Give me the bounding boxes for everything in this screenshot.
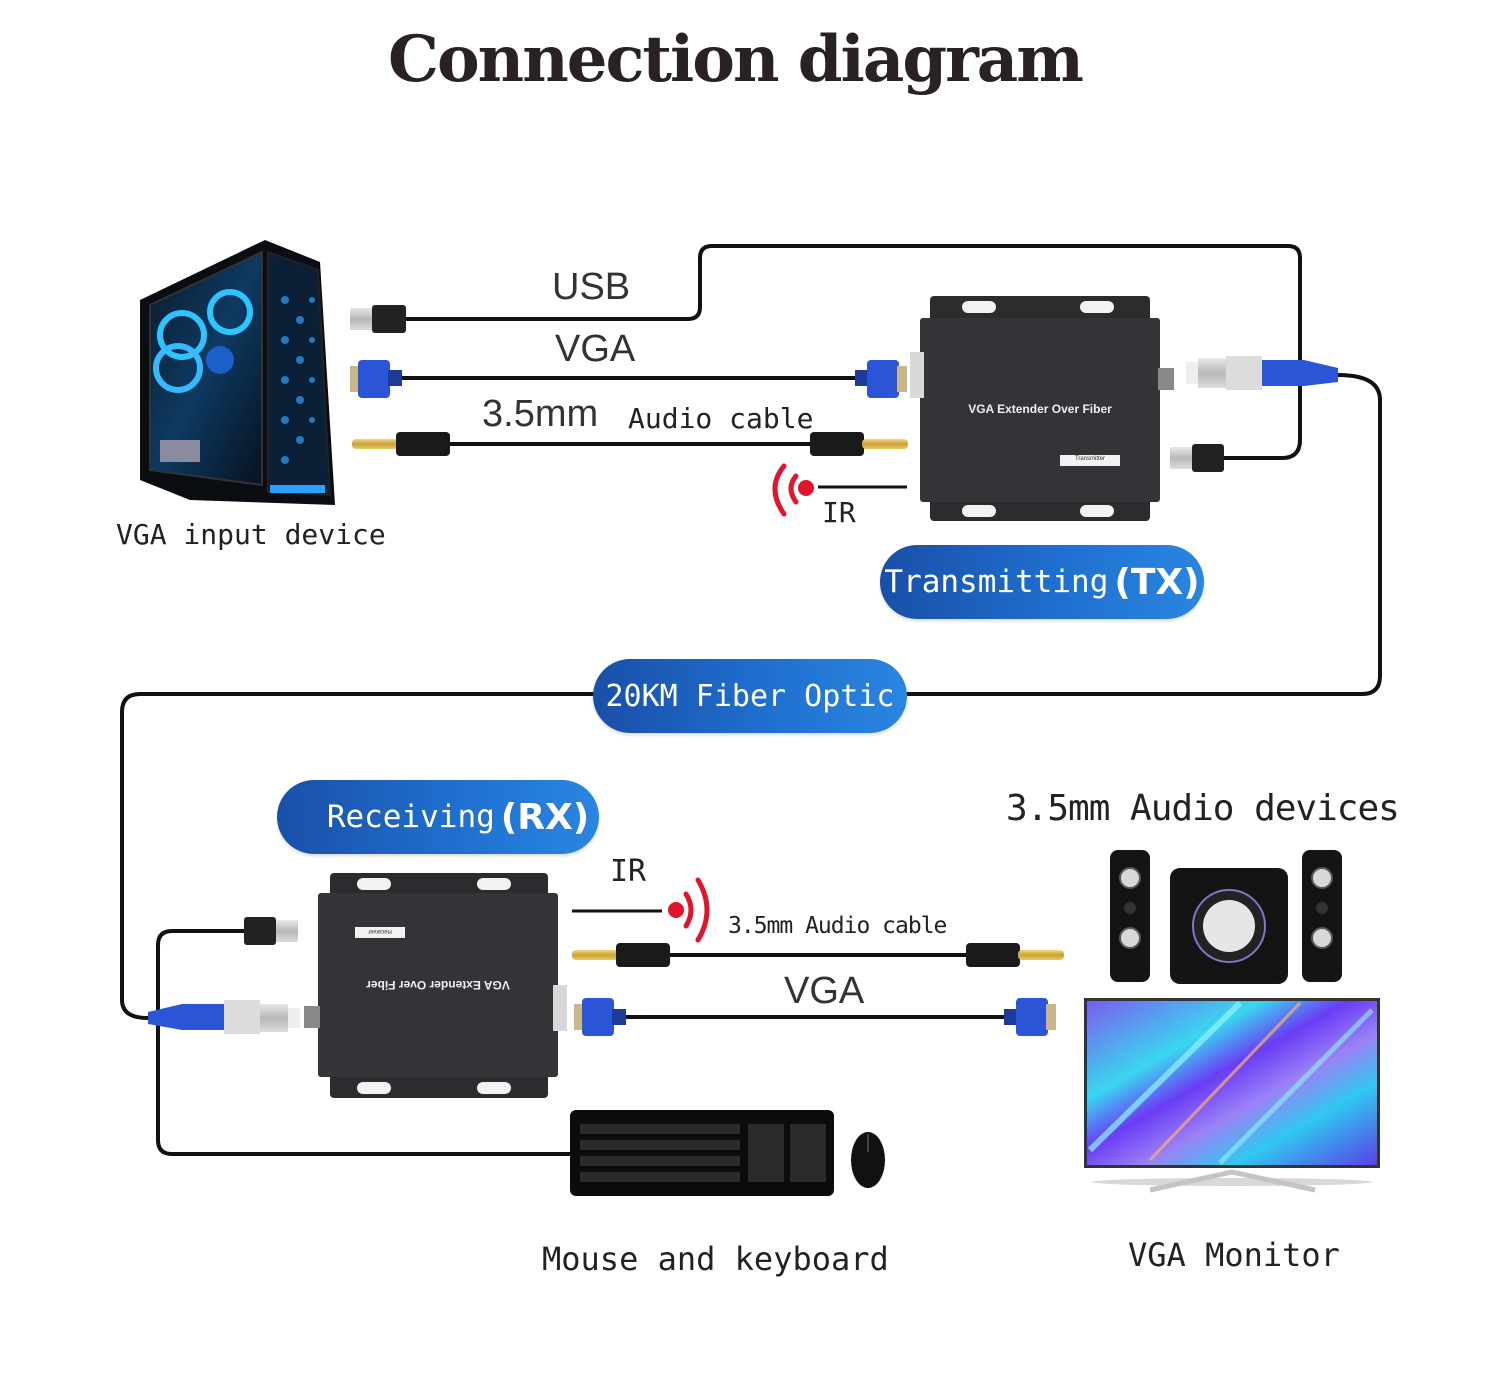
pc-tower-icon — [140, 240, 335, 505]
fiber-optic-badge: 20KM Fiber Optic — [593, 659, 907, 733]
receiver-panel-text: VGA Extender Over Fiber — [366, 978, 510, 992]
audio-cable-label-tx: Audio cable — [628, 402, 814, 435]
ir-dot-icon — [668, 902, 684, 918]
usb-plug-icon — [1170, 444, 1224, 472]
transmitter-tag: Transmitter — [1074, 456, 1106, 462]
vga-label-tx: VGA — [555, 328, 636, 370]
transmitting-label: Transmitting — [884, 564, 1109, 600]
receiver-device-icon — [304, 873, 567, 1098]
page-title: Connection diagram — [388, 22, 1084, 97]
fiber-connector-icon — [148, 1000, 300, 1034]
vga-label-rx: VGA — [784, 970, 865, 1012]
monitor-label: VGA Monitor — [1128, 1236, 1340, 1274]
source-device-label: VGA input device — [116, 518, 386, 551]
receiving-badge: Receiving (RX) — [277, 780, 599, 854]
ir-label-rx: IR — [610, 854, 647, 889]
usb-plug-icon — [244, 917, 298, 945]
keyboard-icon — [570, 1110, 834, 1196]
usb-cable-tx — [405, 244, 1302, 460]
audio-jack-icon — [966, 943, 1064, 967]
speakers-icon — [1110, 850, 1342, 984]
receiving-label: Receiving — [326, 799, 495, 835]
fiber-connector-icon — [1186, 356, 1338, 390]
receiver-tag: Receiver — [368, 928, 392, 934]
fiber-optic-label: 20KM Fiber Optic — [605, 678, 895, 714]
monitor-icon — [1084, 998, 1380, 1193]
audio-jack-icon — [810, 432, 908, 456]
peripherals-label: Mouse and keyboard — [542, 1240, 889, 1278]
mouse-icon — [851, 1132, 885, 1188]
ir-signal-icon — [683, 877, 710, 943]
audio-size-label-tx: 3.5mm — [482, 393, 599, 435]
transmitter-panel-text: VGA Extender Over Fiber — [968, 402, 1112, 416]
vga-plug-icon — [855, 360, 907, 398]
transmitting-badge: Transmitting (TX) — [880, 545, 1204, 619]
vga-plug-icon — [1004, 998, 1056, 1036]
ir-signal-icon — [772, 463, 799, 517]
transmitting-code: (TX) — [1114, 561, 1200, 603]
ir-label-tx: IR — [822, 496, 856, 529]
ir-dot-icon — [798, 480, 814, 496]
audio-devices-label: 3.5mm Audio devices — [1006, 788, 1400, 829]
audio-cable-label-rx: 3.5mm Audio cable — [728, 913, 947, 939]
audio-jack-icon — [352, 432, 450, 456]
vga-plug-icon — [350, 360, 402, 398]
audio-jack-icon — [572, 943, 670, 967]
usb-plug-icon — [350, 305, 406, 333]
usb-cable-rx — [156, 929, 570, 1156]
transmitter-device-icon — [910, 296, 1174, 521]
vga-plug-icon — [574, 998, 626, 1036]
usb-label: USB — [552, 266, 631, 308]
receiving-code: (RX) — [500, 796, 590, 838]
